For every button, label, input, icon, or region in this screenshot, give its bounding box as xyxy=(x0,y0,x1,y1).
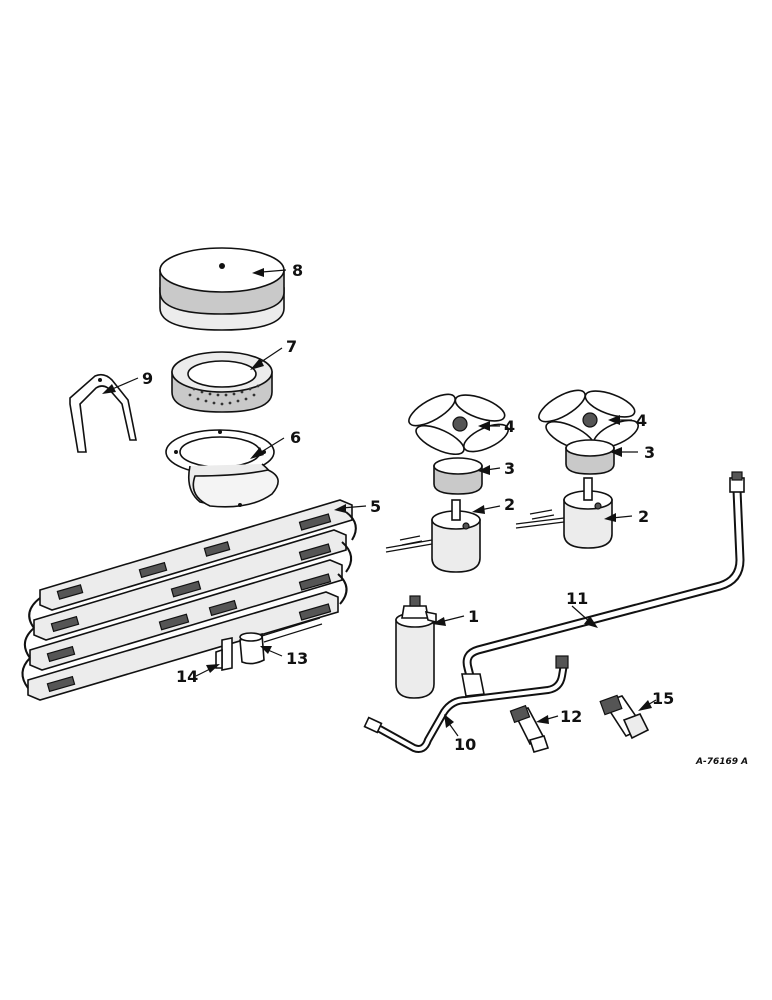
drawing-reference-code: A-76169 A xyxy=(695,757,748,767)
part-2-motor-right xyxy=(515,477,613,549)
part-9-bracket xyxy=(69,373,137,453)
part-8-filter-cover xyxy=(159,247,285,331)
callout-2-right: 2 xyxy=(638,507,649,526)
callout-4-right: 4 xyxy=(636,411,647,430)
part-12-fitting xyxy=(509,704,550,753)
part-3-shroud-left xyxy=(433,457,483,495)
callout-5: 5 xyxy=(370,497,381,516)
callout-12: 12 xyxy=(560,707,582,726)
callout-3-left: 3 xyxy=(504,459,515,478)
part-4-fan-left xyxy=(408,393,509,456)
callout-14: 14 xyxy=(176,667,198,686)
part-4-fan-right xyxy=(538,389,639,452)
callout-6: 6 xyxy=(290,428,301,447)
callout-1: 1 xyxy=(468,607,479,626)
callout-13: 13 xyxy=(286,649,308,668)
part-5-condenser-core xyxy=(21,499,357,701)
part-6-gasket-plate xyxy=(165,429,279,508)
part-1-receiver-drier xyxy=(395,595,437,699)
part-2-motor-left xyxy=(385,499,481,573)
callout-8: 8 xyxy=(292,261,303,280)
callout-7: 7 xyxy=(286,337,297,356)
part-11-tube xyxy=(461,471,745,697)
callout-4-left: 4 xyxy=(504,417,515,436)
callout-9: 9 xyxy=(142,369,153,388)
leader-lines xyxy=(102,268,657,737)
callout-15: 15 xyxy=(652,689,674,708)
part-7-filter-element xyxy=(171,351,273,413)
callout-11: 11 xyxy=(566,589,588,608)
part-15-fitting xyxy=(599,694,650,740)
part-3-shroud-right xyxy=(565,439,615,475)
callout-2-left: 2 xyxy=(504,495,515,514)
part-13-connector xyxy=(239,617,323,665)
part-10-tube xyxy=(363,655,569,753)
callout-3-right: 3 xyxy=(644,443,655,462)
callout-10: 10 xyxy=(454,735,476,754)
callout-labels: 8 7 9 6 5 4 4 3 3 2 2 1 11 13 14 15 12 1… xyxy=(142,261,748,767)
part-14-fitting xyxy=(215,637,233,671)
